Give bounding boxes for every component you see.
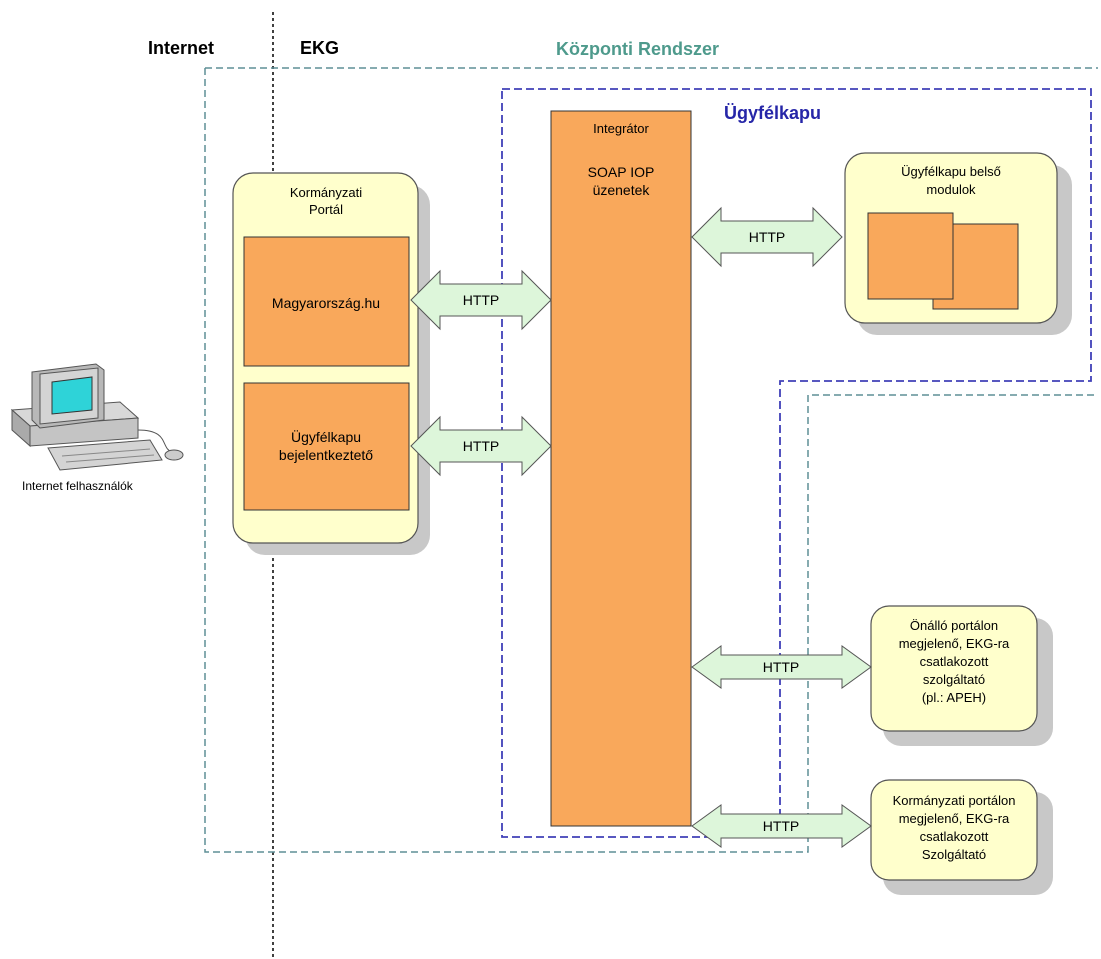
http-arrow-1: HTTP [410,269,552,331]
http-arrow-4: HTTP [691,645,872,689]
service-provider-2: Kormányzati portálon megjelenő, EKG-ra c… [870,779,1053,895]
internal-modules: Ügyfélkapu belső modulok [844,152,1072,335]
internet-zone-label: Internet [148,38,214,58]
ugyfelkapu-boundary [501,88,1092,838]
service2-line2: megjelenő, EKG-ra [899,811,1010,826]
magyarorszag-box [243,236,410,367]
ugyfelkapu-label: Ügyfélkapu [724,103,821,123]
service1-line4: szolgáltató [923,672,985,687]
integrator-line2: üzenetek [593,182,651,198]
login-box [243,382,410,511]
central-system-label: Központi Rendszer [556,39,719,59]
http-arrow-1-label: HTTP [463,292,500,308]
integrator-line1: SOAP IOP [588,164,655,180]
module-box-front [867,212,954,300]
portal-title-line2: Portál [309,202,343,217]
integrator: Integrátor SOAP IOP üzenetek [550,110,692,827]
portal-title-line1: Kormányzati [290,185,362,200]
service1-line2: megjelenő, EKG-ra [899,636,1010,651]
central-system-boundary [204,67,1098,853]
http-arrow-2-label: HTTP [463,438,500,454]
modules-title-line1: Ügyfélkapu belső [901,164,1001,179]
ekg-zone-label: EKG [300,38,339,58]
service2-line3: csatlakozott [920,829,989,844]
login-label-line2: bejelentkeztető [279,447,373,463]
http-arrow-3-label: HTTP [749,229,786,245]
login-label-line1: Ügyfélkapu [291,428,361,445]
internet-users-label: Internet felhasználók [22,479,134,493]
computer-icon [10,363,184,471]
service1-line3: csatlakozott [920,654,989,669]
government-portal: Kormányzati Portál Magyarország.hu Ügyfé… [232,172,430,555]
http-arrow-3: HTTP [691,206,843,268]
http-arrow-2: HTTP [410,415,552,477]
service-provider-1: Önálló portálon megjelenő, EKG-ra csatla… [870,605,1053,746]
http-arrow-4-label: HTTP [763,659,800,675]
service1-line5: (pl.: APEH) [922,690,986,705]
service2-line1: Kormányzati portálon [893,793,1016,808]
http-arrow-5: HTTP [691,804,872,848]
service1-line1: Önálló portálon [910,618,998,633]
service2-line4: Szolgáltató [922,847,986,862]
http-arrow-5-label: HTTP [763,818,800,834]
magyarorszag-label: Magyarország.hu [272,295,380,311]
modules-title-line2: modulok [926,182,976,197]
integrator-title: Integrátor [593,121,649,136]
